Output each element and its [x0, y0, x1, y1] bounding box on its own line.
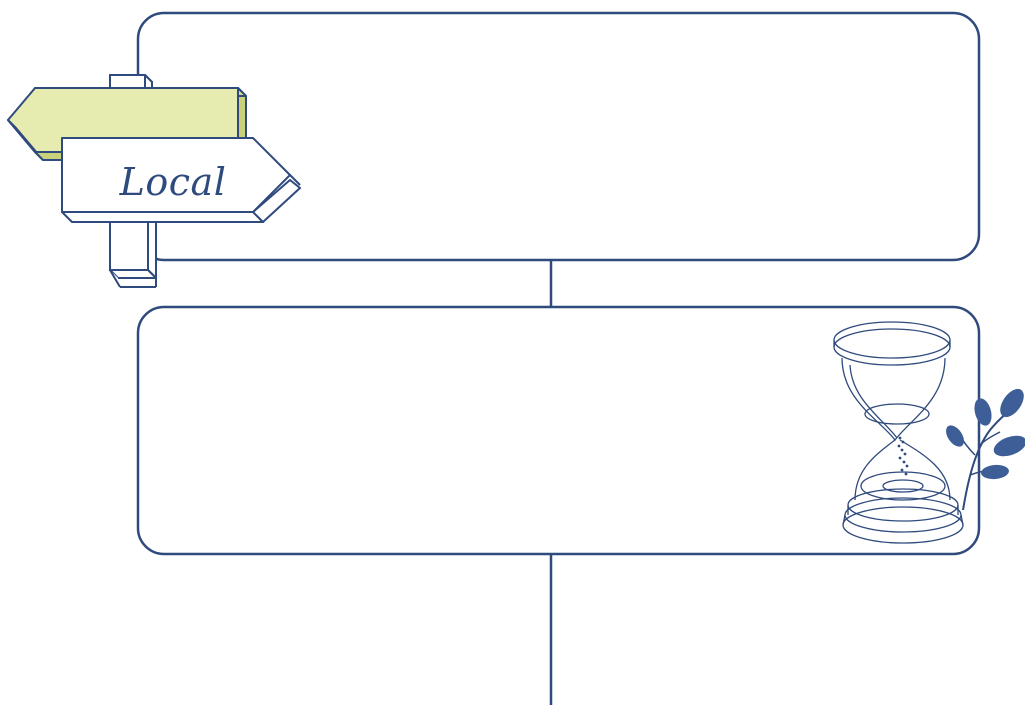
- top-box: [138, 13, 979, 260]
- signpost-label: Local: [98, 154, 248, 210]
- middle-box: [138, 307, 979, 554]
